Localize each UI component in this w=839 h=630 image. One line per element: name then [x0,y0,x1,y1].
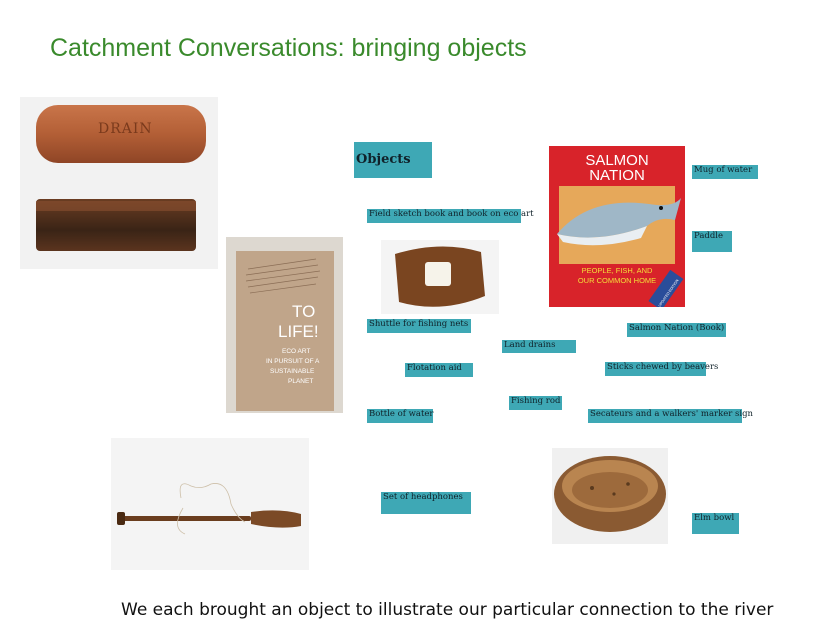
label-elm-bowl: Elm bowl [692,513,739,534]
label-land-drains: Land drains [502,340,576,353]
slide-caption: We each brought an object to illustrate … [121,600,774,620]
label-bottle: Bottle of water [367,409,433,423]
svg-text:PEOPLE, FISH, AND: PEOPLE, FISH, AND [582,266,653,275]
svg-text:DRAIN: DRAIN [98,121,153,137]
label-shuttle: Shuttle for fishing nets [367,319,471,333]
svg-text:PLANET: PLANET [288,378,313,385]
label-headphones: Set of headphones [381,492,471,514]
svg-text:SUSTAINABLE: SUSTAINABLE [270,368,315,375]
label-secateurs: Secateurs and a walkers' marker sign [588,409,753,423]
eco-art-book-photo: TO LIFE! ECO ART IN PURSUIT OF A SUSTAIN… [226,237,343,413]
label-fishing-rod: Fishing rod [509,396,562,410]
label-flotation: Flotation aid [405,363,473,377]
slide-title: Catchment Conversations: bringing object… [50,34,527,62]
shuttle-photo [381,240,499,314]
salmon-nation-photo: SALMON NATION PEOPLE, FISH, AND OUR COMM… [549,146,685,307]
label-sticks: Sticks chewed by beavers [605,362,718,376]
svg-text:NATION: NATION [589,167,645,184]
land-drain-photo: DRAIN [20,97,218,269]
paddle-photo [111,438,309,570]
svg-text:ECO ART: ECO ART [282,348,310,355]
objects-heading: Objects [354,142,432,178]
svg-text:OUR COMMON HOME: OUR COMMON HOME [578,276,656,285]
label-paddle: Paddle [692,231,732,252]
svg-text:LIFE!: LIFE! [278,322,319,341]
elm-bowl-photo [552,448,668,544]
svg-text:IN PURSUIT OF A: IN PURSUIT OF A [266,358,320,365]
label-salmon-nation: Salmon Nation (Book) [627,323,726,337]
label-field-sketch: Field sketch book and book on eco art [367,209,534,223]
svg-text:SALMON: SALMON [585,152,648,169]
label-mug: Mug of water [692,165,758,179]
svg-text:TO: TO [292,302,315,321]
